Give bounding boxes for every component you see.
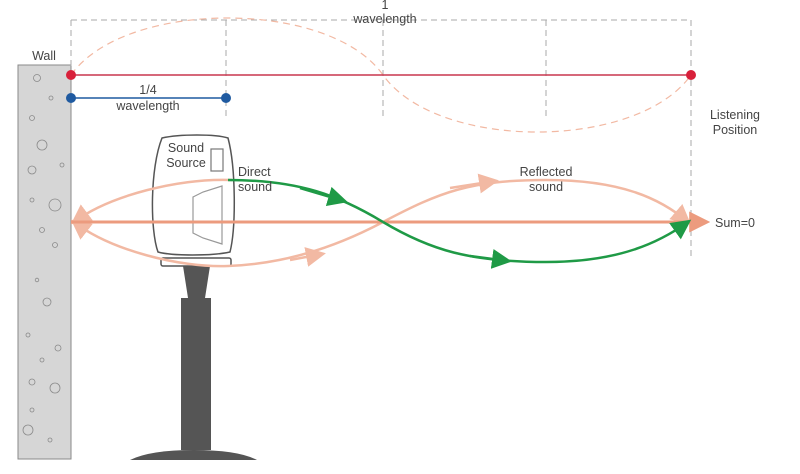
reflected-wave-arrow-lower — [289, 247, 326, 267]
speaker-stand-icon — [130, 257, 257, 460]
reflected-path-in — [70, 178, 233, 225]
quarter-wavelength-label: wavelength — [115, 99, 179, 113]
speaker-woofer — [192, 185, 223, 245]
stand-neck — [183, 266, 210, 298]
quarter-label: 1/4 — [139, 83, 156, 97]
direct-arrow-1 — [299, 186, 348, 207]
listening-position-line1: Listening — [710, 108, 760, 122]
direct-sound-path — [227, 178, 692, 269]
dashed-guides — [70, 19, 692, 258]
wall — [17, 64, 72, 460]
stand-base — [130, 450, 257, 460]
quarter-wavelength-start-dot — [66, 93, 76, 103]
speaker-icon — [151, 134, 236, 256]
direct-wave-first — [227, 178, 384, 224]
full-wavelength-start-dot — [66, 70, 76, 80]
wall-label: Wall — [32, 49, 56, 63]
reflected-wave-lower — [227, 220, 384, 268]
direct-sound-line1: Direct — [238, 165, 271, 179]
reflected-wave-arrow-upper — [449, 173, 499, 194]
wall-body — [17, 64, 72, 460]
wall-texture — [22, 74, 65, 443]
reflected-sound-line2: sound — [529, 180, 563, 194]
reflected-wave-upper — [382, 178, 692, 225]
direct-wave-second — [382, 219, 692, 264]
one-label: 1 — [382, 0, 389, 12]
sum-label: Sum=0 — [715, 216, 755, 230]
direct-arrow-2 — [469, 248, 512, 269]
quarter-wavelength-end-dot — [221, 93, 231, 103]
sound-source-line2: Source — [166, 156, 206, 170]
reflected-sound-paths — [70, 173, 692, 268]
reflected-path-out — [70, 219, 229, 268]
direct-sound-line2: sound — [238, 180, 272, 194]
listening-position-line2: Position — [713, 123, 758, 137]
full-wavelength-end-dot — [686, 70, 696, 80]
stand-pole — [181, 298, 211, 450]
speaker-cabinet — [151, 134, 236, 256]
pressure-wave — [70, 17, 692, 133]
full-wavelength-label: wavelength — [352, 12, 416, 26]
reflected-sound-line1: Reflected — [520, 165, 573, 179]
speaker-tweeter — [210, 148, 224, 172]
sound-source-line1: Sound — [168, 141, 204, 155]
